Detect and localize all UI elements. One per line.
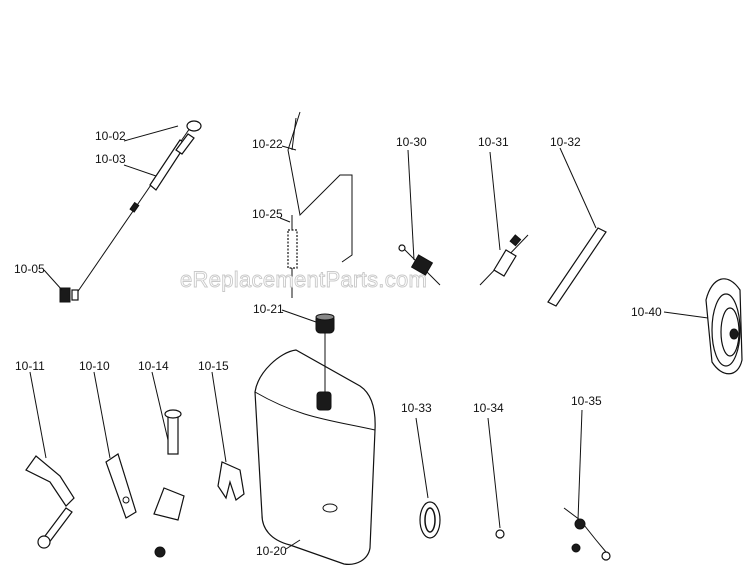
spring-part xyxy=(287,215,298,298)
callout-10-11: 10-11 xyxy=(15,359,45,373)
fuel-cap-part xyxy=(315,313,335,334)
callout-10-31: 10-31 xyxy=(478,135,509,149)
callout-10-34: 10-34 xyxy=(473,401,504,415)
leader-10-22 xyxy=(281,145,297,151)
linkage-part xyxy=(398,149,441,286)
callout-10-10: 10-10 xyxy=(79,359,110,373)
callout-10-05: 10-05 xyxy=(14,262,45,276)
cable-clamp-part xyxy=(563,409,611,561)
callout-10-32: 10-32 xyxy=(550,135,581,149)
callout-10-30: 10-30 xyxy=(396,135,427,149)
flat-strip-part xyxy=(547,147,607,307)
plate-part xyxy=(93,371,137,519)
leader-10-03 xyxy=(123,164,157,177)
callout-10-40: 10-40 xyxy=(631,305,662,319)
fuel-tank-part xyxy=(254,333,376,565)
callout-10-14: 10-14 xyxy=(138,359,169,373)
leader-10-20 xyxy=(285,539,301,550)
watermark-text: eReplacementParts.com xyxy=(180,267,427,292)
leader-10-05 xyxy=(43,269,63,291)
bracket-part xyxy=(25,371,75,549)
fuel-filter-part xyxy=(479,151,529,286)
callout-10-25: 10-25 xyxy=(252,207,283,221)
pulley-part xyxy=(705,278,743,375)
control-rod-part xyxy=(59,120,202,303)
callout-10-33: 10-33 xyxy=(401,401,432,415)
small-clip-part xyxy=(487,417,505,539)
callout-10-03: 10-03 xyxy=(95,152,126,166)
callout-10-15: 10-15 xyxy=(198,359,229,373)
callout-10-02: 10-02 xyxy=(95,129,126,143)
callout-10-22: 10-22 xyxy=(252,137,283,151)
leader-10-21 xyxy=(281,309,317,323)
clamp-part xyxy=(151,371,185,558)
callout-10-21: 10-21 xyxy=(253,302,284,316)
leader-10-25 xyxy=(279,217,291,223)
leader-10-40 xyxy=(663,311,709,319)
clip-part xyxy=(211,371,245,501)
wire-link-part xyxy=(287,111,353,263)
leader-10-02 xyxy=(123,125,179,142)
hose-clamp-part xyxy=(415,417,441,539)
callout-10-20: 10-20 xyxy=(256,544,287,558)
callout-10-35: 10-35 xyxy=(571,394,602,408)
